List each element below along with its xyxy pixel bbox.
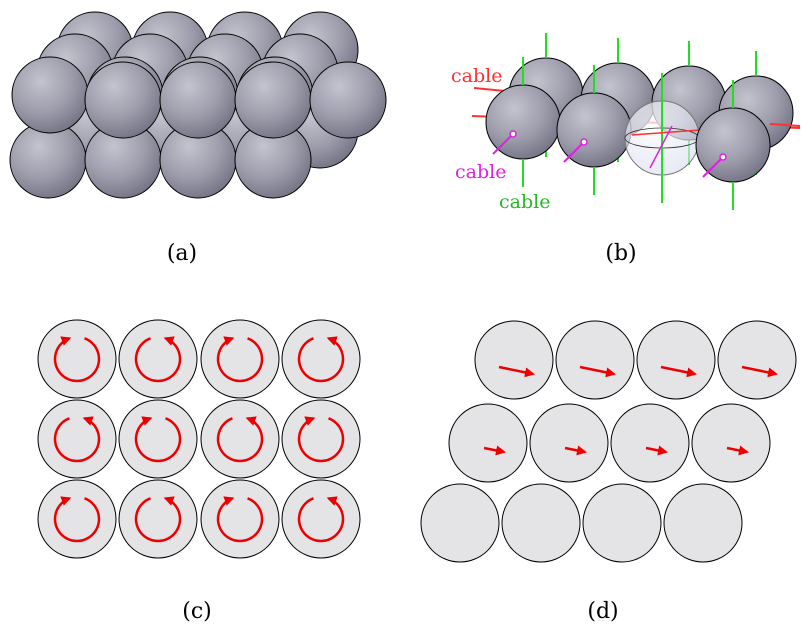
caption-b: (b): [605, 241, 636, 266]
cable-magenta-hole: [509, 130, 517, 138]
sphere: [84, 61, 162, 139]
sphere: [485, 84, 561, 160]
sphere: [159, 61, 237, 139]
disk: [37, 399, 117, 479]
disk: [448, 403, 528, 483]
translation-arrow: [564, 445, 587, 456]
disk: [555, 320, 635, 400]
cable-magenta: [492, 133, 514, 155]
translation-arrow: [726, 445, 749, 456]
panel-d-translation-disks: [420, 320, 797, 563]
disk: [501, 483, 581, 563]
disk: [37, 479, 117, 559]
caption-d: (d): [587, 599, 618, 624]
disk: [663, 483, 743, 563]
translation-arrow: [579, 365, 616, 378]
translation-arrow: [483, 445, 506, 456]
rotation-arrow: [216, 496, 264, 543]
rotation-arrow: [53, 496, 101, 543]
caption-c: (c): [182, 599, 212, 624]
translation-arrow: [498, 365, 535, 378]
translation-arrow: [645, 445, 668, 456]
disk: [529, 403, 609, 483]
disk: [118, 319, 198, 399]
rotation-arrow: [297, 416, 345, 463]
rotation-arrow: [216, 336, 264, 383]
disk: [582, 483, 662, 563]
cable-label-magenta: cable: [455, 161, 506, 183]
disk: [281, 319, 361, 399]
disk: [200, 399, 280, 479]
disk: [717, 320, 797, 400]
cable-red-exit: [769, 123, 801, 127]
translation-arrow: [741, 365, 778, 378]
disk: [118, 399, 198, 479]
cable-magenta-hole: [580, 138, 588, 146]
rotation-arrow: [297, 336, 345, 383]
rotation-arrow: [134, 416, 182, 463]
cable-red-inner: [631, 129, 701, 136]
disk: [636, 320, 716, 400]
rotation-arrow: [297, 496, 345, 543]
rotation-arrow: [53, 416, 101, 463]
panel-c-rotation-disks: [37, 319, 361, 559]
panel-a-sphere-stack: [9, 11, 387, 199]
cable-label-green: cable: [499, 191, 550, 213]
disk: [200, 319, 280, 399]
translation-arrow: [660, 365, 697, 378]
panel-b-cable-spheres: [471, 33, 801, 210]
sphere: [309, 61, 387, 139]
caption-a: (a): [167, 241, 197, 266]
rotation-arrow: [216, 416, 264, 463]
rotation-arrow: [134, 496, 182, 543]
sphere: [11, 56, 89, 134]
disk: [281, 399, 361, 479]
cable-magenta: [702, 156, 724, 178]
disk: [200, 479, 280, 559]
disk: [420, 483, 500, 563]
disk: [691, 403, 771, 483]
disk: [118, 479, 198, 559]
rotation-arrow: [53, 336, 101, 383]
sphere: [695, 107, 771, 183]
cable-label-red: cable: [451, 65, 502, 87]
rotation-arrow: [134, 336, 182, 383]
cable-magenta-inner: [649, 125, 673, 169]
sphere: [234, 61, 312, 139]
cable-magenta-hole: [719, 153, 727, 161]
cable-magenta: [563, 141, 585, 163]
disk: [610, 403, 690, 483]
disk: [281, 479, 361, 559]
sphere: [556, 92, 632, 168]
disk: [37, 319, 117, 399]
disk: [474, 320, 554, 400]
